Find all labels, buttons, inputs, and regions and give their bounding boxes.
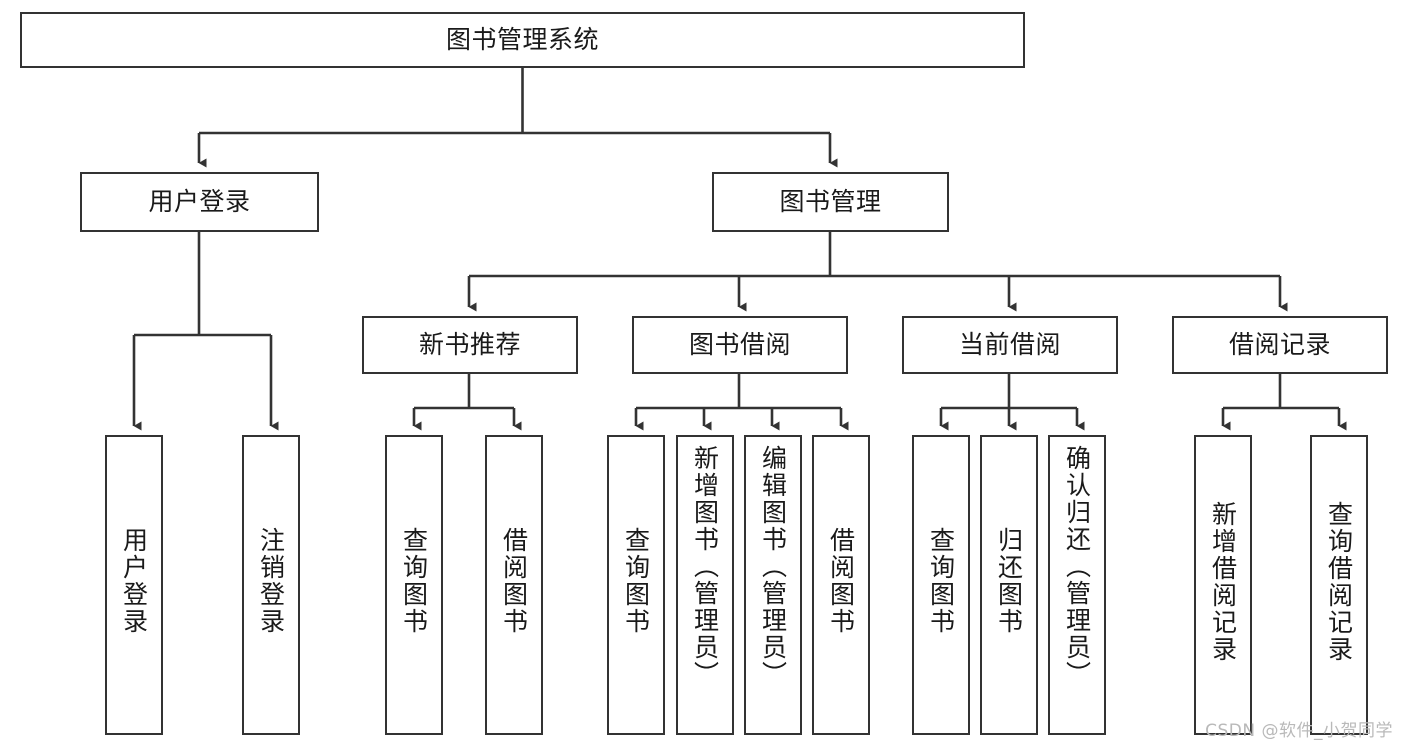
node-leaf-query-book-1[interactable]: 查询图书 [385, 435, 443, 735]
node-leaf-add-record[interactable]: 新增借阅记录 [1194, 435, 1252, 735]
node-leaf-return-book-label: 归还图书 [994, 527, 1024, 635]
node-leaf-user-login-label: 用户登录 [119, 527, 149, 635]
node-leaf-query-book-2[interactable]: 查询图书 [607, 435, 665, 735]
node-leaf-logout-label: 注销登录 [256, 527, 286, 635]
node-leaf-confirm-return-label: 确认归还（管理员） [1062, 445, 1092, 688]
node-leaf-return-book[interactable]: 归还图书 [980, 435, 1038, 735]
node-leaf-user-login[interactable]: 用户登录 [105, 435, 163, 735]
node-leaf-query-record[interactable]: 查询借阅记录 [1310, 435, 1368, 735]
node-leaf-confirm-return[interactable]: 确认归还（管理员） [1048, 435, 1106, 735]
node-leaf-add-record-label: 新增借阅记录 [1208, 501, 1238, 663]
node-leaf-borrow-book-2-label: 借阅图书 [826, 527, 856, 635]
node-new-book-recommend-label: 新书推荐 [418, 330, 521, 360]
node-leaf-query-record-label: 查询借阅记录 [1324, 501, 1354, 663]
node-leaf-borrow-book-1[interactable]: 借阅图书 [485, 435, 543, 735]
node-leaf-query-book-3[interactable]: 查询图书 [912, 435, 970, 735]
node-borrow-record-label: 借阅记录 [1228, 330, 1331, 360]
node-book-borrow-label: 图书借阅 [688, 330, 791, 360]
node-leaf-edit-book-label: 编辑图书（管理员） [758, 445, 788, 688]
node-book-manage[interactable]: 图书管理 [712, 172, 949, 232]
node-root-label: 图书管理系统 [445, 25, 599, 55]
node-book-borrow[interactable]: 图书借阅 [632, 316, 848, 374]
node-new-book-recommend[interactable]: 新书推荐 [362, 316, 578, 374]
node-root[interactable]: 图书管理系统 [20, 12, 1025, 68]
node-leaf-query-book-3-label: 查询图书 [926, 527, 956, 635]
node-current-borrow-label: 当前借阅 [958, 330, 1061, 360]
watermark: CSDN @软件_小贺同学 [1205, 721, 1393, 741]
node-leaf-add-book[interactable]: 新增图书（管理员） [676, 435, 734, 735]
node-borrow-record[interactable]: 借阅记录 [1172, 316, 1388, 374]
node-leaf-borrow-book-2[interactable]: 借阅图书 [812, 435, 870, 735]
node-current-borrow[interactable]: 当前借阅 [902, 316, 1118, 374]
node-leaf-query-book-1-label: 查询图书 [399, 527, 429, 635]
node-user-login-label: 用户登录 [148, 187, 251, 217]
node-leaf-add-book-label: 新增图书（管理员） [690, 445, 720, 688]
node-leaf-borrow-book-1-label: 借阅图书 [499, 527, 529, 635]
node-user-login[interactable]: 用户登录 [80, 172, 319, 232]
node-leaf-logout[interactable]: 注销登录 [242, 435, 300, 735]
node-book-manage-label: 图书管理 [779, 187, 882, 217]
node-leaf-query-book-2-label: 查询图书 [621, 527, 651, 635]
node-leaf-edit-book[interactable]: 编辑图书（管理员） [744, 435, 802, 735]
